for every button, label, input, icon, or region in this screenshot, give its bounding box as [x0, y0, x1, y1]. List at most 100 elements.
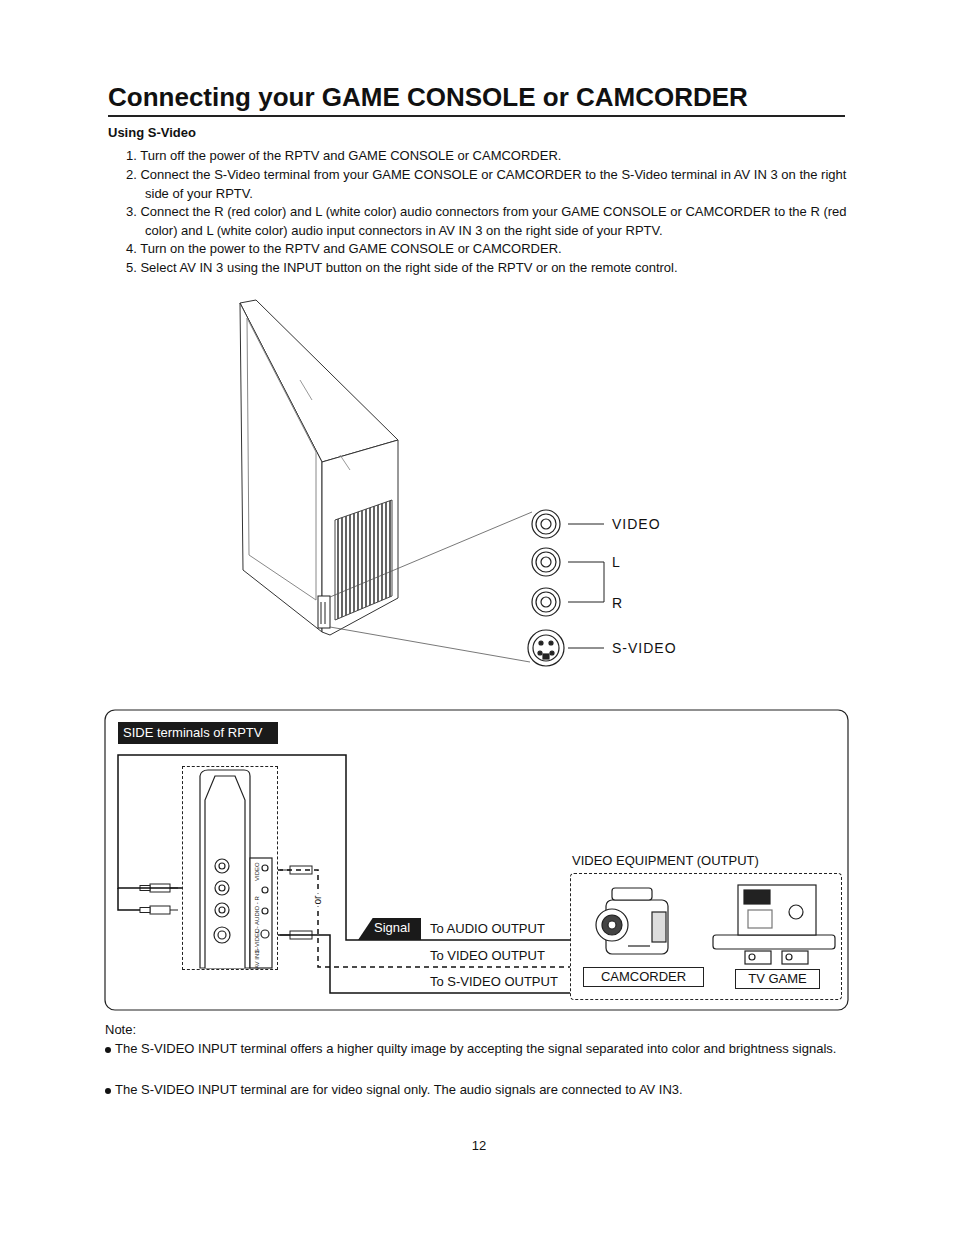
s-video-jack-part: [543, 654, 549, 659]
rca-jack-part: [532, 548, 560, 576]
terminal-panel-part: [200, 770, 250, 968]
camcorder-illustration-part: [652, 912, 666, 942]
node-text: SIDE terminals of RPTV: [123, 724, 273, 742]
signal-tag: Signal: [358, 918, 421, 940]
terminal-panel-part: [214, 927, 230, 943]
signal-cable: [278, 870, 570, 967]
section-heading: Using S-Video: [108, 124, 196, 143]
rca-jack-part: [532, 510, 560, 538]
terminal-callout: VIDEO: [612, 515, 661, 533]
rca-plug-part: [170, 910, 178, 911]
or-label: or: [311, 894, 325, 907]
rca-plug: [140, 866, 312, 939]
terminal-panel-part: [219, 907, 225, 913]
node-text: Signal: [374, 919, 418, 937]
step: 2. Connect the S-Video terminal from you…: [126, 166, 852, 203]
rptv-illustration-part: [325, 602, 326, 624]
rca-jack-part: [541, 519, 551, 529]
tv-game-illustration-part: [782, 951, 808, 964]
diagram-frame: [105, 710, 848, 1010]
rca-jack-part: [536, 592, 556, 612]
camcorder-illustration-part: [612, 888, 652, 900]
terminal-panel-part: [262, 865, 268, 871]
leader-line-part: [330, 627, 530, 662]
node-text: VIDEO EQUIPMENT (OUTPUT): [572, 852, 759, 870]
equipment-group: VIDEO EQUIPMENT (OUTPUT) CAMCORDER TV GAME: [570, 852, 842, 1000]
cable-label: To AUDIO OUTPUT: [428, 921, 547, 937]
rptv-illustration-part: [318, 596, 330, 628]
diagram-frame-part: [105, 710, 848, 1010]
step: 3. Connect the R (red color) and L (whit…: [126, 203, 852, 240]
rca-jack-part: [536, 514, 556, 534]
audio-wire: [118, 888, 140, 910]
camcorder-illustration-part: [602, 915, 622, 935]
node-text: CAMCORDER: [584, 968, 703, 984]
tv-game-illustration-part: [745, 951, 771, 964]
tv-game-illustration: [713, 885, 835, 964]
rptv-illustration-part: [335, 500, 392, 620]
rptv-illustration-part: [240, 303, 322, 632]
s-video-jack-part: [539, 641, 543, 645]
terminal-panel-part: [215, 903, 229, 917]
rptv-illustration-part: [300, 380, 312, 400]
terminal-marking: S-VIDEO: [254, 921, 261, 953]
terminal-panel-part: [219, 863, 225, 869]
note-text: The S-VIDEO INPUT terminal offers a high…: [115, 1040, 855, 1059]
audio-wire-part: [118, 888, 140, 910]
callout-line-part: [568, 524, 604, 525]
terminal-panel-part: [215, 881, 229, 895]
camcorder-illustration: [596, 888, 668, 954]
terminal-callout: R: [612, 594, 623, 612]
terminal-panel-part: [219, 885, 225, 891]
cable-label: To S-VIDEO OUTPUT: [428, 974, 560, 990]
terminal-panel-part: [218, 931, 226, 939]
tv-game-illustration-part: [738, 885, 816, 935]
tv-game-illustration-part: [749, 954, 755, 960]
terminal-callout: L: [612, 553, 621, 571]
camcorder-illustration-part: [628, 945, 650, 946]
rptv-illustration-part: [340, 455, 350, 470]
rca-jack-part: [541, 557, 551, 567]
tv-game-illustration-part: [713, 935, 835, 949]
terminal-panel-part: [250, 858, 272, 968]
rca-jack: [532, 510, 560, 616]
terminal-panel-box: VIDEOL - AUDIO - RS-VIDEOAV IN3: [182, 766, 278, 970]
note-heading: Note:: [105, 1021, 136, 1040]
camcorder-illustration-part: [606, 900, 668, 954]
step: 4. Turn on the power to the RPTV and GAM…: [126, 240, 852, 259]
leader-line-part: [330, 512, 532, 597]
terminal-callout: S-VIDEO: [612, 639, 677, 657]
terminal-panel-part: [262, 887, 268, 893]
terminal-marking: VIDEO: [254, 855, 261, 881]
s-video-jack-part: [528, 630, 564, 666]
bullet-part: [105, 1047, 111, 1053]
rptv-illustration-part: [322, 440, 398, 635]
terminal-panel-part: [261, 930, 269, 938]
tv-game-illustration-part: [786, 954, 792, 960]
signal-cable: [278, 935, 570, 993]
camcorder-illustration-part: [596, 909, 628, 941]
terminal-panel-part: [262, 908, 268, 914]
tv-game-illustration-part: [789, 905, 803, 919]
title-rule-part: [108, 115, 845, 117]
terminal-marking: AV IN3: [254, 949, 261, 969]
page-title: Connecting your GAME CONSOLE or CAMCORDE…: [108, 81, 748, 113]
callout-line-part: [604, 562, 605, 602]
terminal-panel: [200, 770, 272, 968]
rptv-illustration-part: [247, 318, 316, 600]
caption-band: SIDE terminals of RPTV: [118, 722, 278, 744]
rca-jack-part: [536, 552, 556, 572]
callout-line-part: [568, 562, 604, 563]
cable-label: To VIDEO OUTPUT: [428, 948, 547, 964]
callout-line-part: [568, 648, 604, 649]
s-video-jack-part: [538, 651, 542, 655]
camcorder-illustration-part: [608, 921, 616, 929]
terminal-marking: L - AUDIO - R: [254, 881, 261, 933]
terminal-panel-part: [215, 859, 229, 873]
leader-line: [330, 512, 532, 662]
step: 5. Select AV IN 3 using the INPUT button…: [126, 259, 852, 278]
tv-game-illustration-part: [748, 910, 772, 928]
page-number: 12: [464, 1137, 494, 1156]
node-text: TV GAME: [736, 970, 819, 986]
